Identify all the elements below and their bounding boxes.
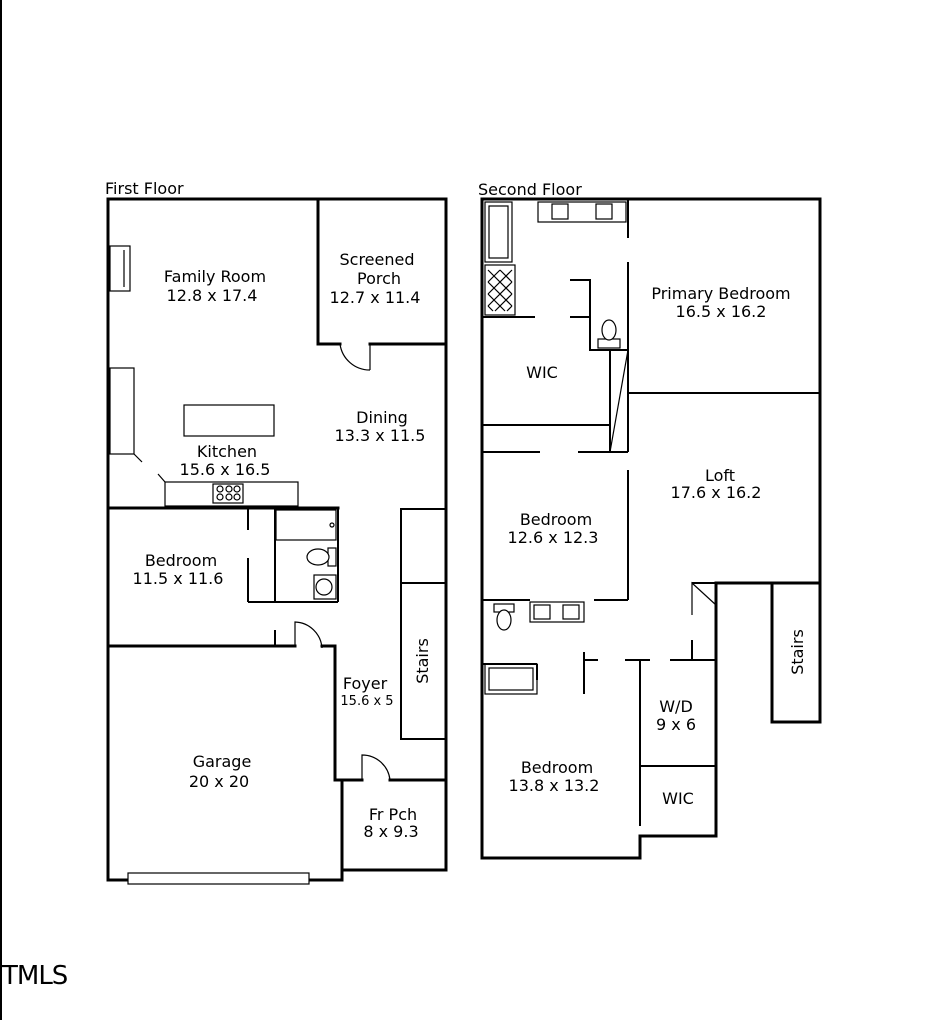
room-label: Stairs — [413, 638, 432, 684]
first-floor-plan: First Floor — [105, 179, 448, 885]
toilet-icon — [496, 609, 512, 631]
room-label: Foyer — [343, 674, 388, 693]
room-dims: 12.8 x 17.4 — [167, 286, 258, 305]
room-label: WIC — [526, 363, 558, 382]
room-label: WIC — [662, 789, 694, 808]
fireplace-icon — [109, 245, 131, 292]
second-floor-plan: Second Floor — [478, 180, 822, 860]
room-label: Primary Bedroom — [651, 284, 790, 303]
burner — [225, 485, 233, 493]
room-dims: 13.8 x 13.2 — [509, 776, 600, 795]
bathtub-icon — [488, 205, 509, 259]
garage-door — [127, 872, 310, 885]
room-dims: 15.6 x 16.5 — [180, 460, 271, 479]
room-dims: 8 x 9.3 — [363, 822, 418, 841]
shower-icon — [275, 509, 337, 541]
toilet-icon — [306, 548, 330, 566]
sink-icon — [562, 604, 580, 620]
porch-door-swing — [339, 343, 371, 371]
room-label: Garage — [193, 752, 252, 771]
tmls-logo: TMLS — [1, 961, 68, 991]
room-label: Stairs — [788, 629, 807, 675]
sink-icon — [595, 203, 613, 220]
second-floor-title: Second Floor — [478, 180, 582, 199]
cooktop-icon — [212, 483, 244, 504]
front-door-swing — [361, 754, 391, 781]
garage-door-swing — [294, 621, 323, 649]
sink-icon — [551, 203, 569, 220]
second-floor-stairs — [770, 581, 822, 724]
closet-wall — [400, 508, 446, 583]
room-dims: 13.3 x 11.5 — [335, 426, 426, 445]
burner — [225, 493, 233, 501]
room-label: Screened — [339, 250, 414, 269]
toilet-icon — [601, 319, 617, 341]
room-dims: 20 x 20 — [189, 772, 249, 791]
room-label: Loft — [705, 466, 735, 485]
room-label: Bedroom — [145, 551, 217, 570]
first-floor-stairs — [400, 582, 447, 740]
kitchen-island — [183, 404, 275, 437]
door-swing — [609, 349, 629, 453]
room-label: W/D — [659, 697, 693, 716]
first-floor-outer-wall — [106, 197, 448, 882]
kitchen-counter — [157, 473, 166, 483]
burner — [233, 493, 241, 501]
kitchen-counter — [109, 367, 135, 455]
burner — [233, 485, 241, 493]
room-label: Bedroom — [520, 510, 592, 529]
room-label: Fr Pch — [369, 805, 417, 824]
shower-tile — [487, 269, 513, 312]
room-label: Kitchen — [197, 442, 257, 461]
sink-bowl — [315, 578, 333, 596]
room-dims: 16.5 x 16.2 — [676, 302, 767, 321]
room-label: Porch — [357, 269, 401, 288]
screened-porch-wall — [316, 197, 342, 346]
bathtub-icon — [488, 667, 534, 691]
room-dims: 11.5 x 11.6 — [133, 569, 224, 588]
room-dims: 17.6 x 16.2 — [671, 483, 762, 502]
burner — [216, 493, 224, 501]
room-label: Bedroom — [521, 758, 593, 777]
room-dims: 15.6 x 5 — [340, 694, 393, 709]
door-swing — [691, 581, 717, 615]
room-dims: 9 x 6 — [656, 715, 696, 734]
vanity-icon — [537, 201, 627, 223]
room-label: Dining — [356, 408, 408, 427]
kitchen-counter — [133, 453, 143, 463]
burner — [216, 485, 224, 493]
first-floor-title: First Floor — [105, 179, 184, 198]
sink-icon — [533, 604, 551, 620]
room-label: Family Room — [164, 267, 266, 286]
left-edge-line — [0, 0, 2, 1020]
drain — [329, 522, 335, 528]
second-floor-outer-wall — [480, 197, 822, 860]
room-dims: 12.6 x 12.3 — [508, 528, 599, 547]
room-dims: 12.7 x 11.4 — [330, 288, 421, 307]
